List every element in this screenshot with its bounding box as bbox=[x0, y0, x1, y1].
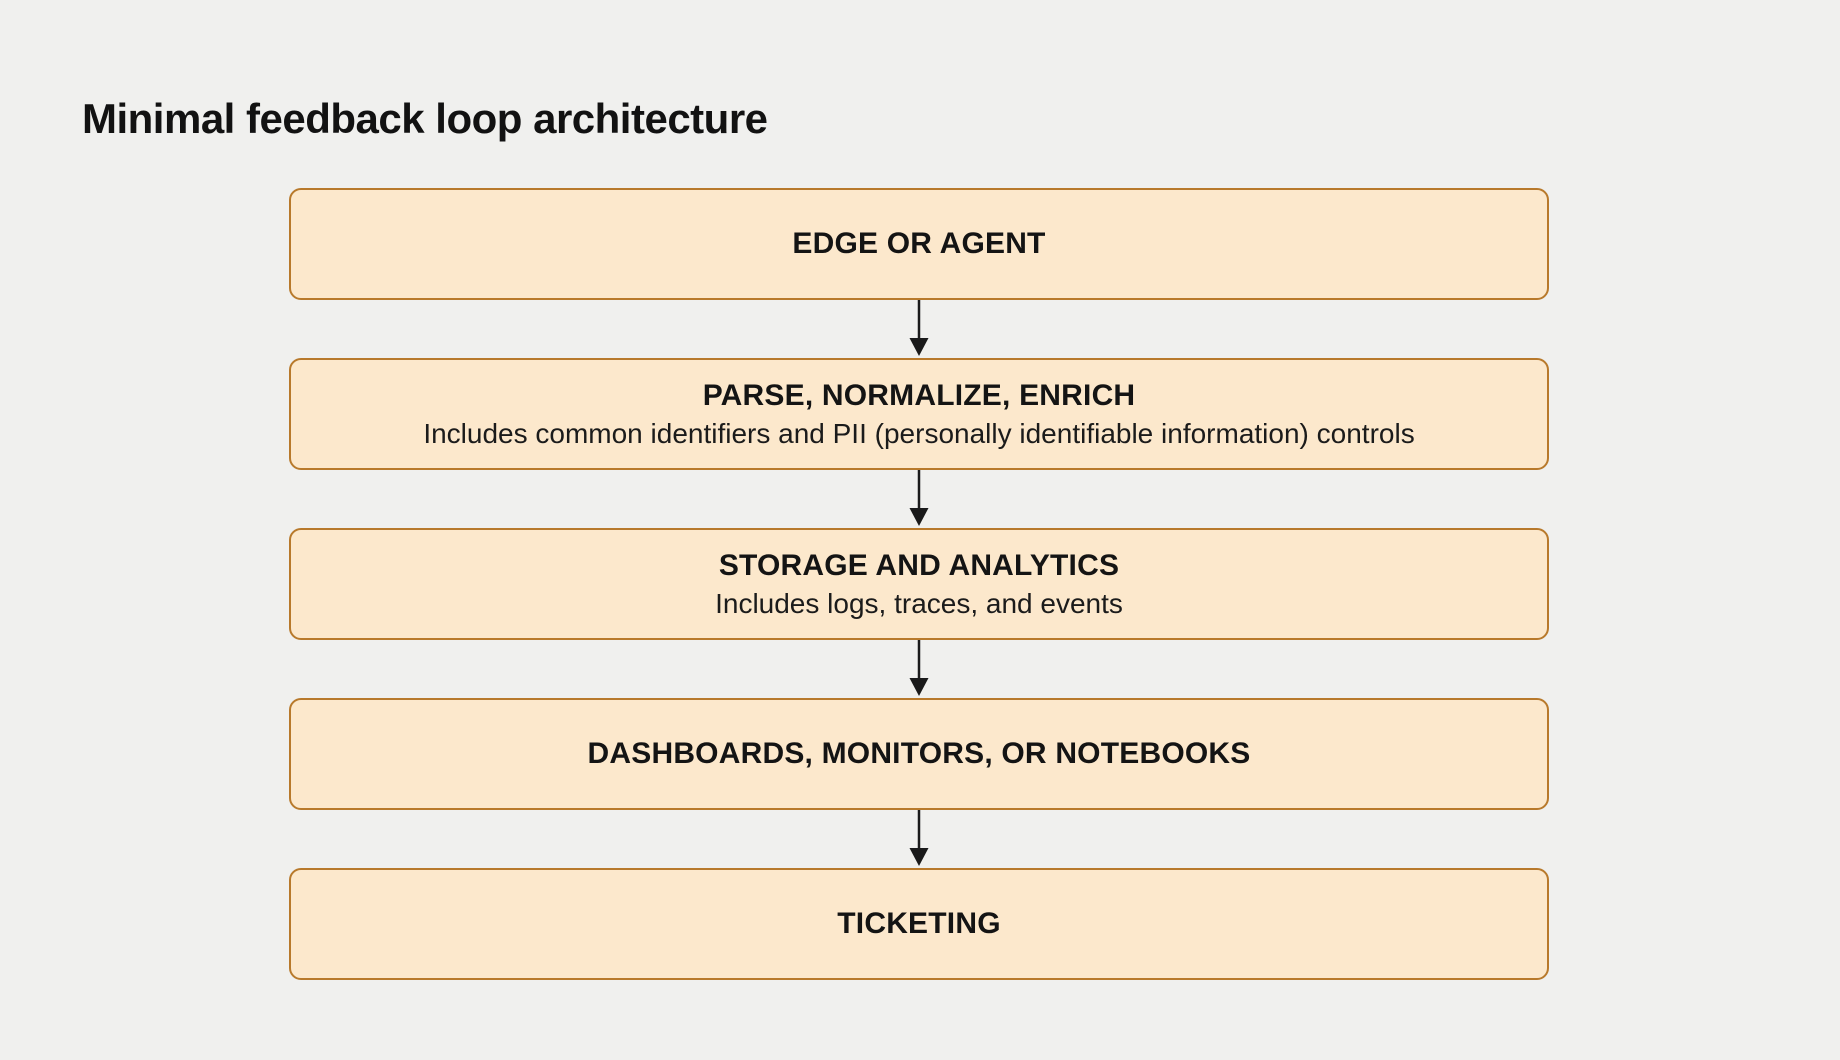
node-label: TICKETING bbox=[837, 907, 1001, 941]
flow-arrow bbox=[289, 640, 1549, 698]
node-parse-normalize-enrich: PARSE, NORMALIZE, ENRICH Includes common… bbox=[289, 358, 1549, 470]
node-label: DASHBOARDS, MONITORS, OR NOTEBOOKS bbox=[587, 737, 1251, 771]
node-label: EDGE OR AGENT bbox=[792, 227, 1046, 261]
arrow-down-icon bbox=[909, 810, 929, 866]
flowchart: EDGE OR AGENT PARSE, NORMALIZE, ENRICH I… bbox=[289, 188, 1549, 980]
flow-arrow bbox=[289, 470, 1549, 528]
node-label: STORAGE AND ANALYTICS bbox=[718, 549, 1120, 583]
node-storage-and-analytics: STORAGE AND ANALYTICS Includes logs, tra… bbox=[289, 528, 1549, 640]
page-title: Minimal feedback loop architecture bbox=[82, 95, 768, 142]
node-sublabel: Includes logs, traces, and events bbox=[715, 587, 1123, 619]
arrow-down-icon bbox=[909, 470, 929, 526]
arrow-down-icon bbox=[909, 300, 929, 356]
node-label: PARSE, NORMALIZE, ENRICH bbox=[702, 379, 1136, 413]
node-ticketing: TICKETING bbox=[289, 868, 1549, 980]
flow-arrow bbox=[289, 300, 1549, 358]
flow-arrow bbox=[289, 810, 1549, 868]
node-edge-or-agent: EDGE OR AGENT bbox=[289, 188, 1549, 300]
arrow-down-icon bbox=[909, 640, 929, 696]
node-dashboards-monitors-notebooks: DASHBOARDS, MONITORS, OR NOTEBOOKS bbox=[289, 698, 1549, 810]
node-sublabel: Includes common identifiers and PII (per… bbox=[423, 417, 1415, 449]
